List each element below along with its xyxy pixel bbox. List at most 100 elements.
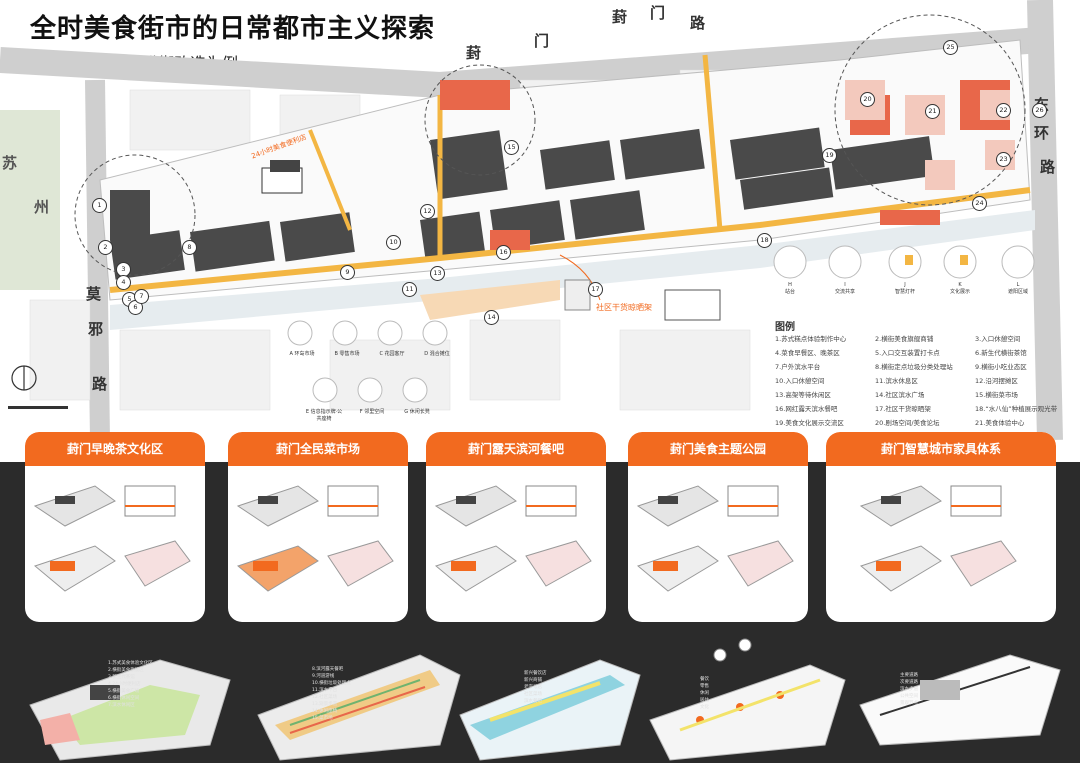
street-buildings [110,127,935,280]
icon-text: 混合摊位 [429,351,450,357]
legend-title: 图例 [775,322,795,333]
map-marker[interactable]: 19 [822,148,837,163]
axo-legend-item: 公共空间 [900,694,918,699]
map-marker[interactable]: 23 [996,152,1011,167]
map-marker[interactable]: 8 [182,240,197,255]
road-label-top2-1: 葑 [466,44,482,62]
icon-label: C 花园客厅 [372,350,412,357]
map-marker[interactable]: 26 [1032,103,1047,118]
axo-vignettes [261,160,721,321]
axo-legend-item: 零售 [700,684,709,689]
axo-legend-item: 10.横街垃圾处理点 [312,681,351,686]
axo-legend-item: 12.社区菜场 [312,695,338,700]
feature-card[interactable]: 葑门智慧城市家具体系 [826,432,1056,622]
card-illustration [228,466,408,616]
legend-item: 6.新生代横街茶馆 [975,349,1027,357]
legend-item: 11.滨水休息区 [875,377,918,385]
axo-legend-item: 2.横街美食旗舰区 [108,668,144,673]
focus-circles [74,14,1026,276]
road-label-left-1: 莫 [86,285,102,303]
map-marker[interactable]: 4 [116,275,131,290]
icon-text: 花园客厅 [384,351,405,357]
icon-label: F 邻里空间 [352,408,392,415]
legend-item: 10.入口休憩空间 [775,377,825,385]
page-title: 全时美食街市的日常都市主义探索 [30,14,436,44]
legend-item: 2.横街美食旗舰商铺 [875,335,934,343]
icon-text: 零售市场 [339,351,360,357]
map-marker[interactable]: 9 [340,265,355,280]
legend-item: 5.入口交互装置打卡点 [875,349,940,357]
icon-label: B 零售市场 [327,350,367,357]
legend-item: 4.菜食早餐区、晚茶区 [775,349,840,357]
legend-item: 12.沿河摆摊区 [975,377,1018,385]
icon-letter: B [334,351,340,357]
map-marker[interactable]: 1 [92,198,107,213]
card-drawing [33,485,191,592]
map-marker[interactable]: 11 [402,282,417,297]
axo-legend-item: 社区菜场 [524,692,542,697]
icon-letter: F [359,409,365,415]
icon-accents [905,255,968,265]
map-marker[interactable]: 14 [484,310,499,325]
axo-legend-item: 滨水餐吧 [524,699,542,704]
feature-card[interactable]: 葑门露天滨河餐吧 [426,432,606,622]
map-marker[interactable]: 15 [504,140,519,155]
axo-legend-item: 主要道路 [900,673,918,678]
feature-card[interactable]: 葑门美食主题公园 [628,432,808,622]
scale-bar [8,406,68,409]
axo-legend-item: 5.横街美食广场 [108,689,140,694]
axo-view-4 [649,638,846,761]
road-moxie [85,79,110,440]
legend-item: 18.“水八仙”种植展示观光带 [975,405,1058,413]
road-label-left-2: 邪 [88,320,104,338]
legend-item: 21.美食体验中心 [975,419,1025,427]
map-marker[interactable]: 18 [757,233,772,248]
card-illustration [25,466,205,616]
map-marker[interactable]: 22 [996,103,1011,118]
axo-view-1 [29,659,231,761]
river-label-left: 苏 [2,154,18,172]
legend-item: 20.剧场空间/美食论坛 [875,419,940,427]
axo-legend-item: 休闲 [700,691,709,696]
side-street-3 [308,129,352,231]
map-marker[interactable]: 20 [860,92,875,107]
icon-text: 智慧灯杆 [894,289,915,295]
axo-legend-item: 6.横街休闲空间 [108,696,140,701]
axo-legend-item: 9.河道游线 [312,674,335,679]
icon-label: D 混合摊位 [417,350,457,357]
map-marker[interactable]: 13 [430,266,445,281]
axo-legend-item: 居住 [700,698,709,703]
icon-text: 交流共享 [834,289,855,295]
icon-circles-left [287,320,448,403]
icon-letter: H [788,282,792,288]
map-marker[interactable]: 16 [496,245,511,260]
card-title: 葑门早晚茶文化区 [25,432,205,466]
map-marker[interactable]: 24 [972,196,987,211]
map-marker[interactable]: 2 [98,240,113,255]
legend-item: 8.横街定点垃圾分类处理站 [875,363,953,371]
map-marker[interactable]: 21 [925,104,940,119]
feature-card[interactable]: 葑门全民菜市场 [228,432,408,622]
icon-letter: C [379,351,385,357]
map-marker[interactable]: 25 [943,40,958,55]
legend-item: 7.户外滨水平台 [775,363,821,371]
axo-legend-item: 文化 [700,705,709,710]
axo-legend-item: 4.24小时便利店 [108,682,141,687]
axo-legend-item: 老字号店 [524,685,542,690]
callout-drying-rack: 社区干货晾晒架 [596,303,652,312]
legend-item: 16.网红露天滨水餐吧 [775,405,838,413]
legend-item: 19.美食文化展示交流区 [775,419,844,427]
feature-card[interactable]: 葑门早晚茶文化区 [25,432,205,622]
axo-view-3 [459,659,641,761]
axo-view-5 [859,654,1061,746]
card-title: 葑门美食主题公园 [628,432,808,466]
map-marker[interactable]: 12 [420,204,435,219]
map-marker[interactable]: 17 [588,282,603,297]
axo-legend-item: 14.休闲座椅 [312,709,338,714]
map-marker[interactable]: 7 [134,289,149,304]
map-marker[interactable]: 10 [386,235,401,250]
